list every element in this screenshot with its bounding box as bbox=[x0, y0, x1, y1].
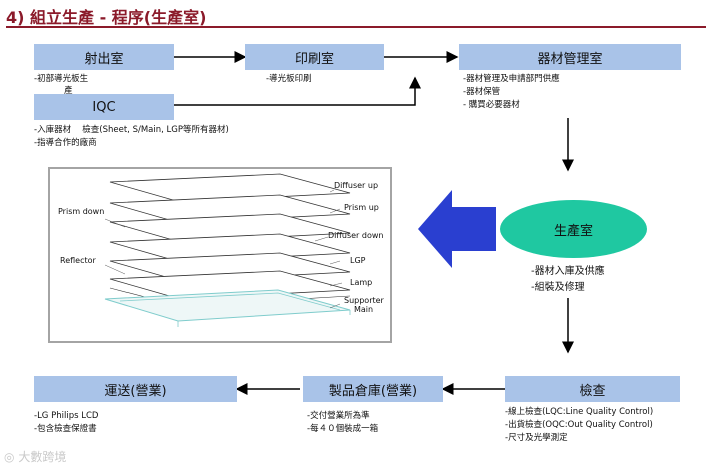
layer-label-diffuser-down: Diffuser down bbox=[328, 231, 384, 240]
layer-diffuser-down bbox=[109, 233, 351, 263]
layer-label-prism-up: Prism up bbox=[344, 203, 379, 212]
leader-line bbox=[329, 189, 335, 193]
layer-label-reflector: Reflector bbox=[60, 256, 96, 265]
note-materials: -器材管理及申請部門供應 -器材保管 - 購買必要器材 bbox=[463, 73, 560, 112]
note-iqc: -入庫器材 檢查(Sheet, S/Main, LGP等所有器材) -指導合作的… bbox=[34, 124, 229, 150]
note-line: -指導合作的廠商 bbox=[34, 138, 97, 148]
note-line: - 購買必要器材 bbox=[463, 100, 520, 110]
page-title: 4) 組立生產 - 程序(生產室) bbox=[6, 8, 207, 27]
note-line: -包含檢查保證書 bbox=[34, 424, 97, 434]
note-line: -出貨檢查(OQC:Out Quality Control) bbox=[505, 420, 653, 430]
watermark-text: 大數跨境 bbox=[18, 450, 67, 464]
note-line: -器材保管 bbox=[463, 87, 501, 97]
ellipse-production: 生產室 bbox=[500, 200, 647, 258]
arrow-iqc-to-materials bbox=[174, 76, 421, 106]
layer-prism-up bbox=[109, 194, 351, 224]
note-production: -器材入庫及供應 -組裝及修理 bbox=[531, 264, 605, 296]
note-shipping: -LG Philips LCD -包含檢查保證書 bbox=[34, 410, 98, 436]
note-line: -LG Philips LCD bbox=[34, 411, 99, 421]
layer-label-lgp: LGP bbox=[350, 256, 366, 265]
layer-diffuser-up bbox=[109, 173, 351, 203]
note-line: -初部導光板生 bbox=[34, 74, 89, 84]
layer-label-supporter: Supporter bbox=[344, 296, 384, 305]
layer-reflector bbox=[109, 270, 351, 300]
box-iqc: IQC bbox=[34, 94, 174, 120]
layer-label-diffuser-up: Diffuser up bbox=[334, 181, 379, 190]
box-printing: 印刷室 bbox=[245, 44, 384, 70]
note-line: -線上檢查(LQC:Line Quality Control) bbox=[505, 407, 654, 417]
layer-label-main: Main bbox=[354, 305, 374, 314]
note-line: -器材入庫及供應 bbox=[531, 266, 605, 277]
layer-label-prism-down: Prism down bbox=[58, 207, 105, 216]
big-blue-arrow bbox=[418, 190, 496, 268]
box-warehouse: 製品倉庫(營業) bbox=[303, 376, 443, 402]
box-injection: 射出室 bbox=[34, 44, 174, 70]
leader-line bbox=[329, 282, 343, 287]
note-line: -每４０個裝成一箱 bbox=[307, 424, 379, 434]
leader-line bbox=[104, 264, 126, 275]
note-line: 產 bbox=[64, 86, 73, 96]
note-injection: -初部導光板生 產 bbox=[34, 73, 88, 97]
box-shipping: 運送(營業) bbox=[34, 376, 237, 402]
note-line: -尺寸及光學測定 bbox=[505, 433, 568, 443]
note-inspection: -線上檢查(LQC:Line Quality Control) -出貨檢查(OQ… bbox=[505, 406, 653, 445]
note-printing: -導光板印刷 bbox=[266, 73, 312, 85]
watermark: ◎ 大數跨境 bbox=[4, 448, 66, 465]
note-line: -器材管理及申請部門供應 bbox=[463, 74, 560, 84]
box-materials: 器材管理室 bbox=[459, 44, 681, 70]
layer-label-lamp: Lamp bbox=[350, 278, 373, 287]
note-line: -組裝及修理 bbox=[531, 282, 585, 293]
title-underline bbox=[6, 26, 706, 28]
leader-line bbox=[104, 218, 126, 228]
box-inspection: 檢查 bbox=[505, 376, 680, 402]
leader-line bbox=[329, 260, 341, 265]
note-line: -交付營業所為準 bbox=[307, 411, 370, 421]
leader-line bbox=[329, 303, 341, 309]
leader-line bbox=[314, 236, 329, 242]
layer-prism-down bbox=[109, 213, 351, 243]
layer-supporter-main bbox=[104, 289, 351, 322]
supporter-inner-rim bbox=[119, 292, 341, 311]
watermark-logo-icon: ◎ bbox=[4, 450, 15, 464]
exploded-view-panel: Diffuser up Prism up Diffuser down LGP L… bbox=[48, 167, 392, 343]
leader-line bbox=[329, 208, 341, 214]
note-line: -導光板印刷 bbox=[266, 74, 312, 84]
note-warehouse: -交付營業所為準 -每４０個裝成一箱 bbox=[307, 410, 378, 436]
note-line: -入庫器材 檢查(Sheet, S/Main, LGP等所有器材) bbox=[34, 125, 229, 135]
exploded-layers-drawing bbox=[104, 173, 351, 327]
